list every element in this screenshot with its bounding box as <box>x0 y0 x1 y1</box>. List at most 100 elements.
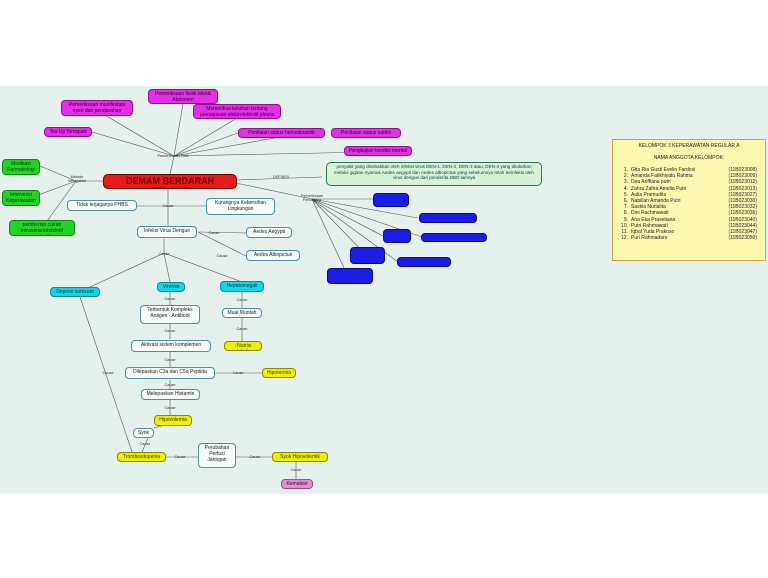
member-row: 12.Puri Rahmadani (11B023050) <box>613 235 765 241</box>
label-cause: Cause <box>236 327 248 331</box>
member-number: 6. <box>623 198 628 205</box>
member-name: Dea Ariffiana putri <box>631 179 671 186</box>
member-row: 6.Nabillah Amanda Putri (11B023030) <box>613 198 765 204</box>
node-hepatomegali[interactable]: Hepatomegali <box>220 281 264 292</box>
group-info-box: KELOMPOK 3 KEPERAWATAN REGULAR A NAMA AN… <box>612 139 766 261</box>
member-number: 1. <box>623 167 628 173</box>
node-penunjang-5[interactable] <box>350 247 385 264</box>
member-name: Puri Rahmadani <box>631 235 667 242</box>
member-name: Ana Eka Prasetiana <box>631 216 676 223</box>
member-number: 4. <box>623 185 628 192</box>
member-name: Saskia Nurlalita <box>631 204 666 211</box>
member-list: 1.Gita Ria Gusti Evelin Fardosi(11B02300… <box>613 167 765 241</box>
member-row: 11.Iqbal Yuda Prakoso (11B023047) <box>613 229 765 235</box>
node-penunjang-1[interactable] <box>373 193 409 207</box>
node-nutrisi-tubuh[interactable]: ↓Nutrisi tubuh <box>224 341 262 351</box>
node-pemberian-cairan[interactable]: pemberian cairan intravena kristaloid is… <box>9 220 75 236</box>
label-cause: Cause <box>164 406 176 410</box>
label-cause: Cause <box>208 231 220 235</box>
node-syok[interactable]: Syok <box>133 428 154 438</box>
member-id: (11B023047) <box>728 229 757 236</box>
label-cause: Cause <box>290 468 302 472</box>
node-penilaian-hemodinamik[interactable]: Penilaian status hemodinamik <box>238 128 325 138</box>
node-aktivasi-komplemen[interactable]: Aktivasi sistem komplemen <box>131 340 211 352</box>
node-depresi-sumsum[interactable]: Depresi sumsum <box>50 287 100 297</box>
node-melepaskan-histamin[interactable]: Melepaskan Histamin <box>141 389 200 400</box>
node-hipotermia[interactable]: Hipotermia <box>262 368 296 378</box>
node-penunjang-6[interactable] <box>397 257 451 267</box>
label-definisi: DEFINISI <box>272 175 290 179</box>
member-id: (11B023040) <box>728 216 757 223</box>
node-perubahan-perfusi[interactable]: Perubahan Perfusi Jaringan <box>198 443 236 468</box>
member-id: (11B023044) <box>728 222 757 229</box>
node-kematian[interactable]: Kematian <box>281 479 313 489</box>
member-name: Aulia Pramudita <box>631 191 667 198</box>
member-name: Nabillah Amanda Putri <box>631 198 681 205</box>
node-aedes-aegypti[interactable]: Aedes Aegypti <box>246 227 292 238</box>
group-subtitle: NAMA ANGGOTA KELOMPOK: <box>653 155 725 161</box>
member-id: (11B023009) <box>728 173 757 180</box>
node-penunjang-7[interactable] <box>327 268 373 284</box>
node-infeksi-virus[interactable]: Infeksi Virus Dengue <box>137 226 197 238</box>
node-pemeriksaan-fisik-abdomen[interactable]: Pemeriksaan fisisk teknik Abdomen <box>148 89 218 104</box>
member-id: (11B023050) <box>728 235 757 242</box>
node-penilaian-nutrisi[interactable]: Penilaian status nutrisi <box>331 128 401 138</box>
member-row: 5.Aulia Pramudita(11B023027) <box>613 192 765 198</box>
node-trombositopenia[interactable]: Trombositopenia <box>117 452 166 462</box>
member-number: 12. <box>621 235 628 242</box>
node-tidak-phbs[interactable]: Tidak terjaganya PHBS <box>67 200 137 211</box>
node-penunjang-2[interactable] <box>419 213 477 223</box>
group-title: KELOMPOK 3 KEPERAWATAN REGULAR A <box>638 143 740 149</box>
label-cause: Cause <box>102 371 114 375</box>
member-row: 2.Amanda Fatikhiyatu Rahma(11B023009) <box>613 173 765 179</box>
member-row: 3.Dea Ariffiana putri (11B023012) <box>613 179 765 185</box>
member-row: 10.Putri Rahmawati (11B023044) <box>613 223 765 229</box>
node-pengkajian-mental[interactable]: Pengkajian kondisi mental <box>344 146 412 156</box>
node-medikasi-farmakologi[interactable]: Medikasi Farmakologi <box>2 159 40 175</box>
member-id: (11B023036) <box>728 210 757 217</box>
label-cause: Cause <box>164 358 176 362</box>
label-pemeriksaan-fisik: Pemeriksaan Fisik <box>157 154 189 158</box>
node-hipovolemia[interactable]: Hipovolemia <box>154 415 192 426</box>
member-number: 11. <box>621 229 628 236</box>
node-mual-muntah[interactable]: Mual Muntah <box>222 308 262 318</box>
label-cause: Cause <box>232 371 244 375</box>
node-aedes-albopictus[interactable]: Aedes Albopictus <box>246 250 300 261</box>
label-cause: Cause <box>164 297 176 301</box>
central-topic[interactable]: DEMAM BERDARAH DENGUE <box>103 174 237 189</box>
node-syok-hipovolemik[interactable]: Syok Hipovolemik <box>272 452 328 462</box>
label-cause: Cause <box>236 298 248 302</box>
node-intervensi-keperawatan[interactable]: Intervensi Keperawatan <box>2 190 40 206</box>
node-kompleks-antigen[interactable]: Terbentuk Kompleks Antigen - Antibodi <box>140 305 200 324</box>
definition-box[interactable]: penyakit yang disebabkan oleh infeksi vi… <box>326 162 542 186</box>
label-cause: Cause <box>174 455 186 459</box>
member-id: (11B023030) <box>728 198 757 205</box>
node-tes-uji-tomiquet[interactable]: Tes Uji Tomiquet <box>44 127 92 137</box>
node-kurangnya-kebersihan[interactable]: Kurangnya Kebersihan Lingkungan <box>206 198 275 215</box>
member-id: (11B023012) <box>728 179 757 186</box>
label-cause: Cause <box>162 204 174 208</box>
node-viremia[interactable]: Viremia <box>157 282 185 292</box>
member-number: 9. <box>623 216 628 223</box>
label-metode-mengatasi: Metode Mengatasi <box>68 175 86 183</box>
label-cause: Cause <box>139 442 151 446</box>
member-row: 8.Dini Rachmawati(11B023036) <box>613 210 765 216</box>
label-cause: Cause <box>158 252 170 256</box>
member-name: Zahra Zafira Amelia Putri <box>631 185 687 192</box>
label-cause: Cause <box>164 329 176 333</box>
node-pemeriksaan-manifestasi[interactable]: Pemeriksaan manifestasi nyeri dan pendar… <box>61 100 133 116</box>
member-row: 9.Ana Eka Prasetiana (11B023040) <box>613 217 765 223</box>
member-row: 7.Saskia Nurlalita(11B023032) <box>613 204 765 210</box>
node-penunjang-4[interactable] <box>421 233 487 242</box>
member-number: 3. <box>623 179 628 186</box>
node-penunjang-3[interactable] <box>383 229 411 243</box>
member-name: Putri Rahmawati <box>631 222 668 229</box>
member-number: 5. <box>623 191 628 198</box>
node-dilepaskan-c3a-c5a[interactable]: Dilepaskan C3a dan C5a Peptida <box>125 367 215 379</box>
member-name: Iqbal Yuda Prakoso <box>631 229 675 236</box>
node-memeriksa-keluhan[interactable]: Memeriksa keluhan tentang pemapasan elek… <box>193 104 281 119</box>
member-number: 10. <box>621 222 628 229</box>
member-row: 4.Zahra Zafira Amelia Putri(11B023013) <box>613 186 765 192</box>
label-cause: Cause <box>249 455 261 459</box>
label-cause: Cause <box>164 383 176 387</box>
